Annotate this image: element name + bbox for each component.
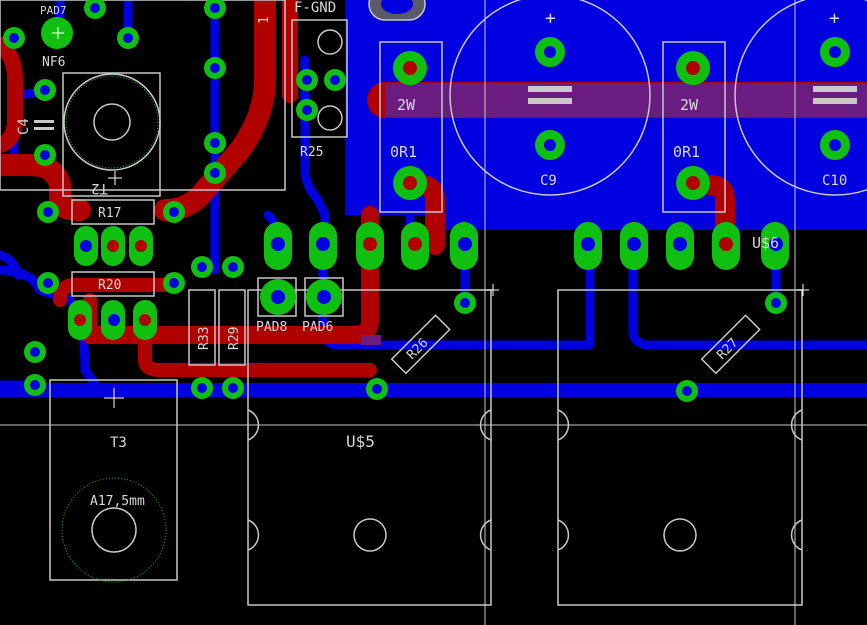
label-r27: R27 bbox=[714, 336, 741, 363]
resistor-r17-outline bbox=[71, 199, 155, 225]
transistor-us6-outline bbox=[557, 289, 803, 606]
ic-outline-left bbox=[0, 0, 286, 191]
label-nf6: NF6 bbox=[42, 55, 65, 70]
label-t2: T2 bbox=[91, 180, 108, 196]
label-us5: U$5 bbox=[346, 432, 375, 451]
label-fgnd: F-GND bbox=[294, 0, 336, 16]
label-pad6: PAD6 bbox=[302, 320, 333, 335]
label-r29: R29 bbox=[227, 327, 242, 350]
label-c9: C9 bbox=[540, 173, 557, 189]
trimpot-t2-outline bbox=[62, 72, 161, 197]
label-plus-c10: + bbox=[829, 8, 840, 29]
label-2w-right: 2W bbox=[680, 96, 699, 114]
trimpot-t3-outline bbox=[49, 379, 178, 581]
resistor-r33-outline bbox=[188, 289, 216, 366]
blue-pour-top-right-2 bbox=[430, 200, 867, 230]
label-c10: C10 bbox=[822, 173, 847, 189]
fgnd-connector-outline bbox=[291, 19, 348, 138]
resistor-2w-left-outline bbox=[379, 41, 443, 213]
label-0r1-left: 0R1 bbox=[390, 143, 417, 161]
label-us6: U$6 bbox=[752, 234, 779, 252]
label-0r1-right: 0R1 bbox=[673, 143, 700, 161]
origin-crosses bbox=[52, 27, 809, 408]
capacitor-c9-outline bbox=[449, 0, 651, 196]
label-pad8: PAD8 bbox=[256, 320, 287, 335]
label-r17: R17 bbox=[98, 206, 121, 221]
resistor-r27-outline bbox=[700, 314, 761, 375]
label-r26: R26 bbox=[404, 336, 431, 363]
label-t3: T3 bbox=[110, 435, 127, 451]
label-r33: R33 bbox=[197, 327, 212, 350]
label-2w-left: 2W bbox=[397, 96, 416, 114]
capacitor-symbols bbox=[34, 86, 857, 130]
resistor-r29-outline bbox=[218, 289, 246, 366]
dotted-circles bbox=[61, 75, 167, 583]
resistor-r26-outline bbox=[390, 314, 451, 375]
resistor-r20-outline bbox=[71, 271, 155, 297]
label-r20: R20 bbox=[98, 278, 121, 293]
oval-pads bbox=[68, 222, 789, 340]
label-a17: A17,5mm bbox=[90, 494, 145, 509]
capacitor-c10-outline bbox=[734, 0, 867, 196]
label-one: 1 bbox=[257, 16, 272, 24]
label-r25: R25 bbox=[300, 145, 323, 160]
label-pad7: PAD7 bbox=[40, 4, 67, 17]
label-plus-c9: + bbox=[545, 8, 556, 29]
label-c4: C4 bbox=[16, 118, 32, 135]
overlap-areas bbox=[361, 83, 867, 345]
via-holes bbox=[9, 3, 841, 396]
via-holes-red bbox=[403, 61, 700, 190]
transistor-us5-outline bbox=[247, 289, 492, 606]
resistor-2w-right-outline bbox=[662, 41, 726, 213]
